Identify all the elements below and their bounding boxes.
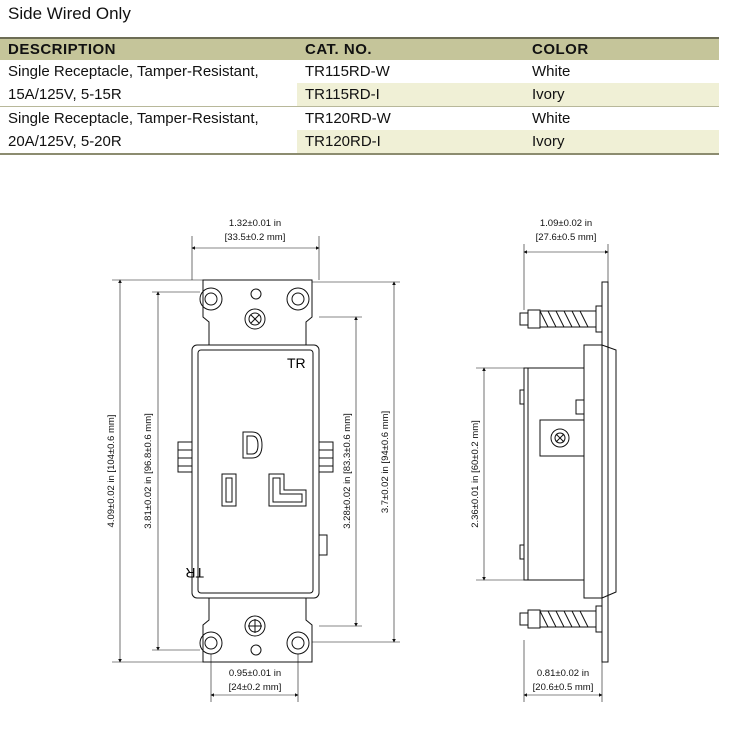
- table-row: 20A/125V, 5-20R TR120RD-I Ivory: [0, 130, 719, 155]
- side-terminal-screw: [550, 428, 570, 448]
- cat-no-cell: TR120RD-I: [297, 130, 524, 155]
- column-header-cat-no: CAT. NO.: [297, 37, 524, 60]
- side-view: [519, 281, 617, 663]
- strap-height-label: 3.81±0.02 in [96.8±0.6 mm]: [143, 413, 154, 529]
- table-header-row: DESCRIPTION CAT. NO. COLOR: [0, 37, 719, 60]
- description-cell: Single Receptacle, Tamper-Resistant,: [8, 63, 259, 80]
- bottom-mounting-strap: [202, 597, 313, 663]
- cat-no-cell: TR115RD-W: [305, 63, 390, 80]
- page-title: Side Wired Only: [8, 4, 131, 23]
- face-height-label: 3.28±0.02 in [83.3±0.6 mm]: [342, 413, 353, 529]
- side-body-depth-mm: [20.6±0.5 mm]: [533, 682, 594, 693]
- color-cell: Ivory: [524, 83, 719, 107]
- color-cell: Ivory: [524, 130, 719, 155]
- color-cell: White: [532, 110, 571, 127]
- table-row: 15A/125V, 5-15R TR115RD-I Ivory: [0, 83, 719, 107]
- description-cell: 15A/125V, 5-15R: [0, 83, 297, 107]
- side-body: [523, 367, 585, 581]
- color-cell: White: [532, 63, 571, 80]
- screw-spacing-inch: 0.95±0.01 in: [229, 668, 281, 679]
- description-cell: Single Receptacle, Tamper-Resistant,: [8, 110, 259, 127]
- description-cell: 20A/125V, 5-20R: [0, 130, 297, 155]
- table-row: Single Receptacle, Tamper-Resistant, TR1…: [0, 107, 719, 131]
- screw-spacing-mm: [24±0.2 mm]: [229, 682, 282, 693]
- cat-no-cell: TR115RD-I: [297, 83, 524, 107]
- table-row: Single Receptacle, Tamper-Resistant, TR1…: [0, 60, 719, 83]
- column-header-description: DESCRIPTION: [0, 37, 297, 60]
- receptacle-body: [191, 344, 320, 599]
- neutral-slot: [221, 473, 237, 507]
- side-body-height-label: 2.36±0.01 in [60±0.2 mm]: [470, 420, 481, 528]
- strap-screw-top: [244, 308, 266, 330]
- tr-mark-bottom: TR: [185, 565, 204, 581]
- ground-slot: [242, 431, 263, 459]
- hot-slot: [268, 473, 307, 507]
- strap-screw-bottom: [244, 615, 266, 637]
- front-dimensions: [112, 236, 400, 702]
- body-height-label: 3.7±0.02 in [94±0.6 mm]: [380, 411, 391, 513]
- front-width-mm: [33.5±0.2 mm]: [225, 232, 286, 243]
- side-depth-inch: 1.09±0.02 in: [540, 218, 592, 229]
- side-mounting-strap: [601, 281, 609, 663]
- cat-no-cell: TR120RD-W: [305, 110, 391, 127]
- side-depth-mm: [27.6±0.5 mm]: [536, 232, 597, 243]
- side-dimensions: [476, 244, 609, 702]
- spec-table: DESCRIPTION CAT. NO. COLOR Single Recept…: [0, 37, 719, 155]
- overall-height-label: 4.09±0.02 in [104±0.6 mm]: [106, 415, 117, 528]
- tr-mark-top: TR: [287, 355, 306, 371]
- column-header-color: COLOR: [524, 37, 719, 60]
- front-view: [177, 279, 334, 663]
- front-width-inch: 1.32±0.01 in: [229, 218, 281, 229]
- side-body-depth-inch: 0.81±0.02 in: [537, 668, 589, 679]
